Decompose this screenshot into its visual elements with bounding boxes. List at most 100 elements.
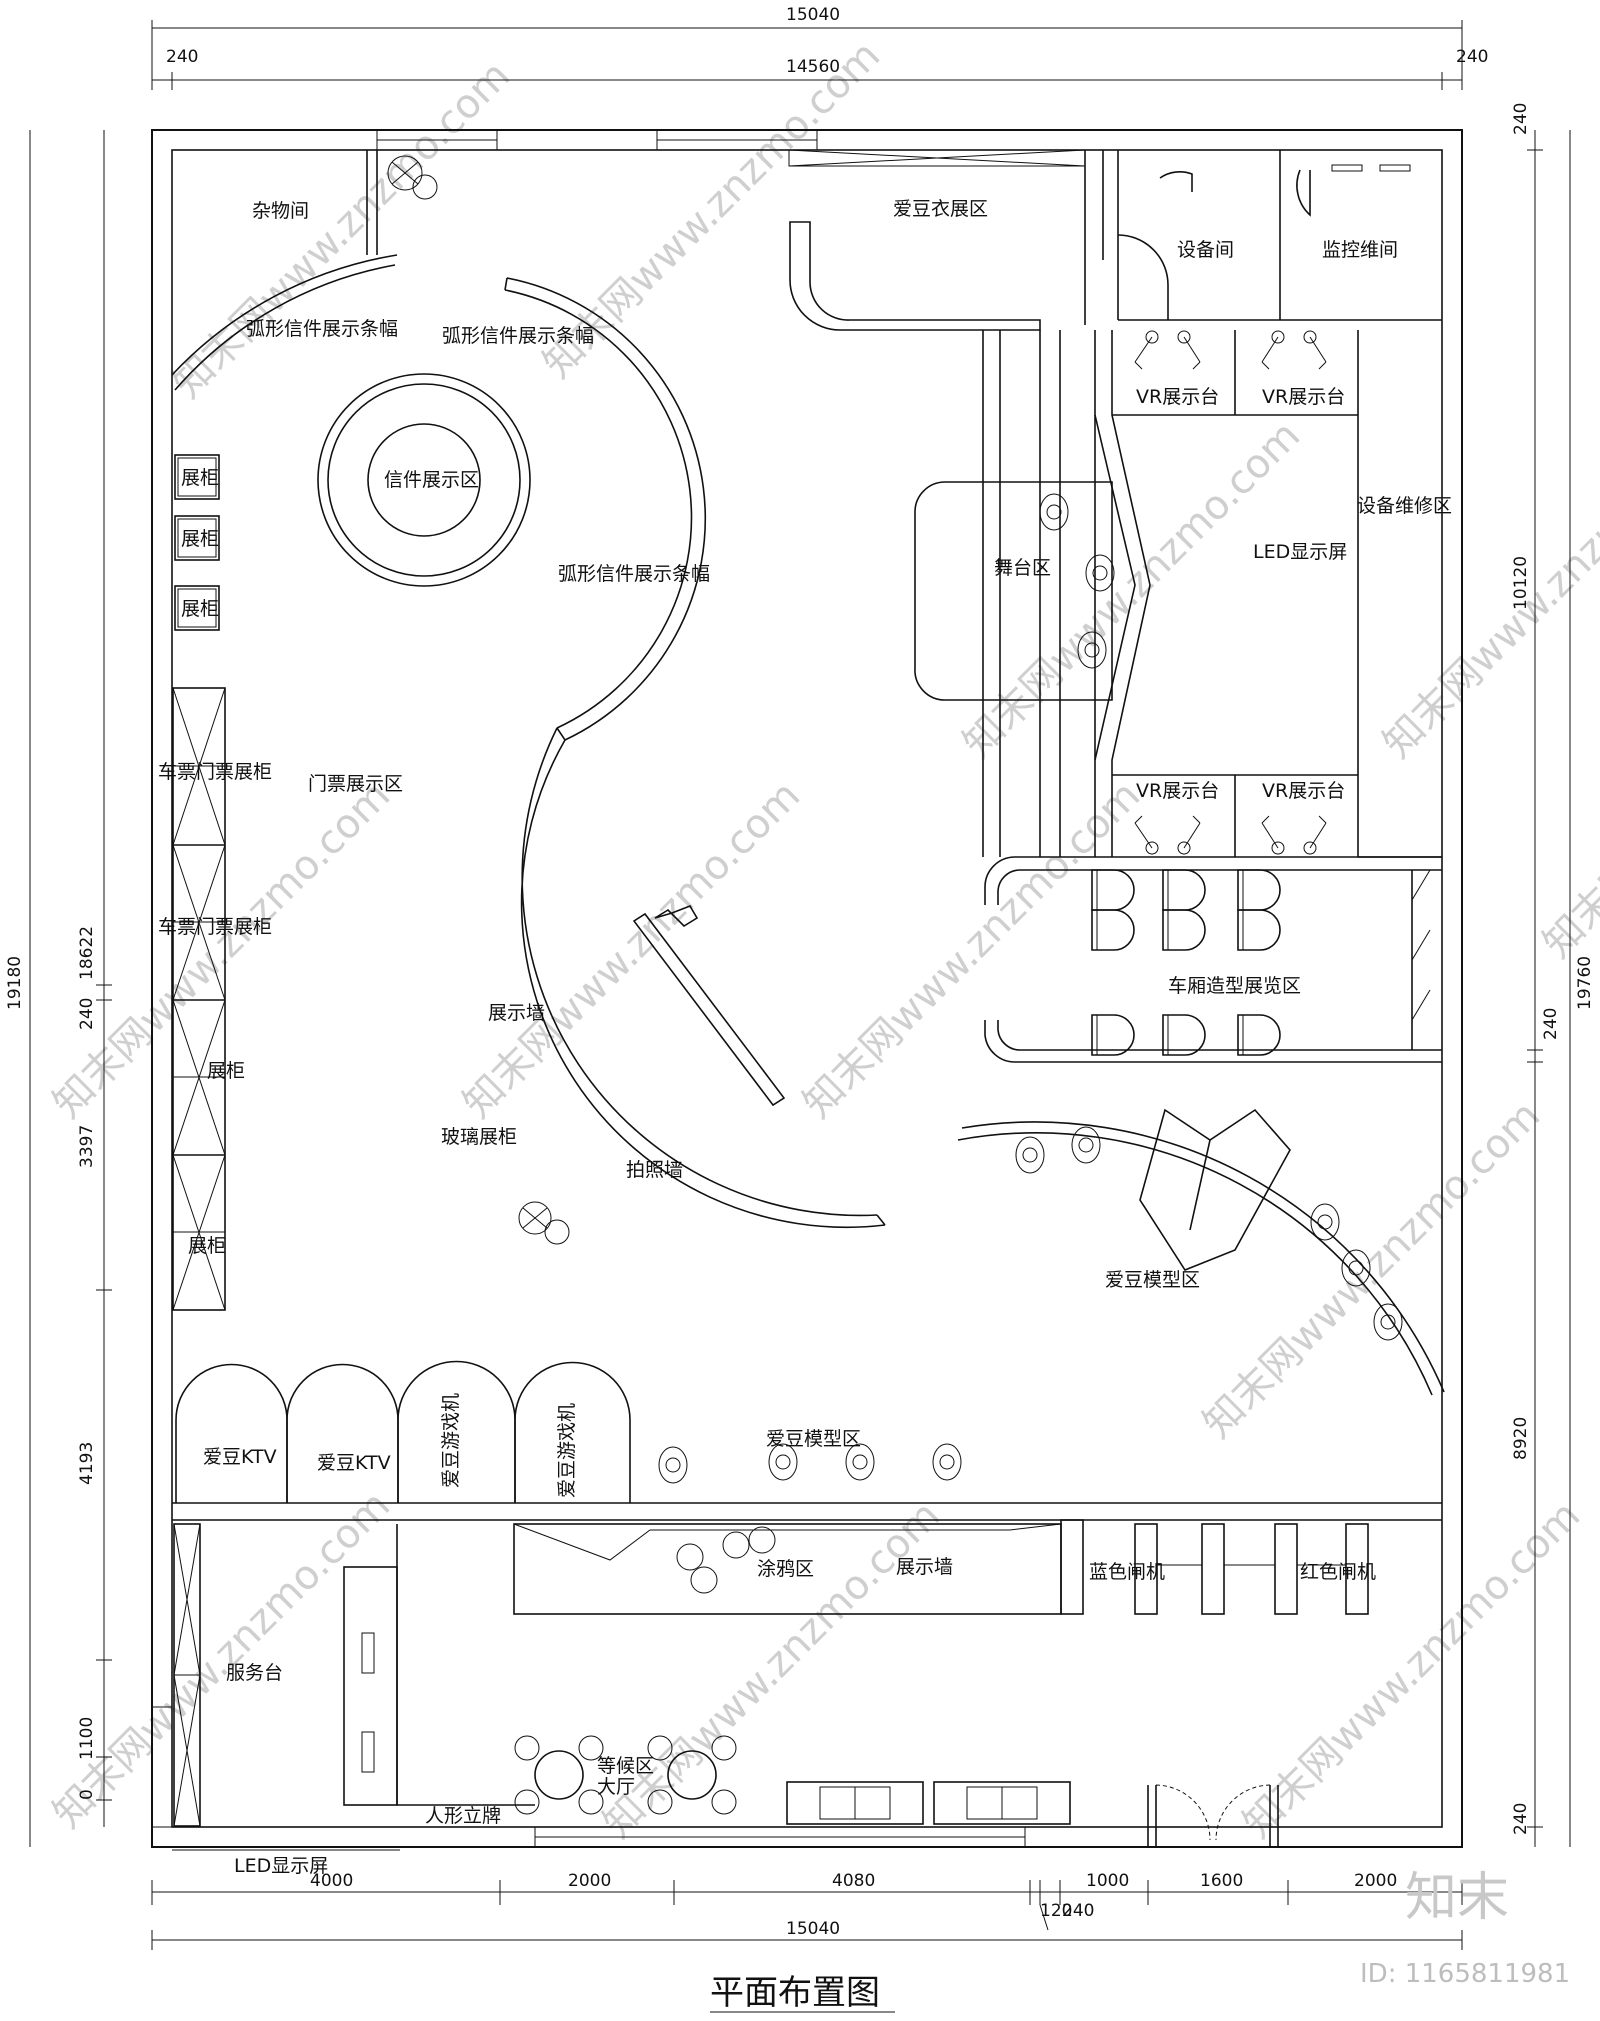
arc-banner-left <box>174 264 396 391</box>
idol-model-label: 爱豆模型区 <box>1105 1269 1200 1291</box>
dim-bottom-seg: 2000 <box>568 1871 611 1891</box>
dim-left-d: 4193 <box>77 1442 97 1485</box>
dim-bottom-seg: 2000 <box>1354 1871 1397 1891</box>
watermark: 知末网www.znzmo.com <box>1195 1093 1550 1448</box>
arc-banner-left-label: 弧形信件展示条幅 <box>246 318 398 340</box>
arch-booths: 爱豆KTV 爱豆KTV 爱豆游戏机 爱豆游戏机 <box>175 1360 631 1503</box>
letter-display-label: 信件展示区 <box>384 469 479 491</box>
ticket-cabinet-label: 车票门票展柜 <box>158 916 272 938</box>
seat-icon <box>1091 869 1281 1056</box>
dim-bottom-seg: 4080 <box>832 1871 875 1891</box>
game-label: 爱豆游戏机 <box>440 1393 462 1488</box>
watermark: 知末网www.znzmo.com <box>165 53 520 408</box>
vr-label: VR展示台 <box>1262 780 1345 802</box>
cabinet-label: 展柜 <box>181 528 219 550</box>
clothing-area: 爱豆衣展区 <box>788 149 1104 331</box>
ticket-display-label: 门票展示区 <box>308 773 403 795</box>
s-curve-wall: 弧形信件展示条幅 弧形信件展示条幅 展示墙 玻璃展柜 拍照墙 <box>441 277 886 1229</box>
watermark: 知末网www.znzmo.com <box>1535 613 1600 968</box>
dimension-bottom: 4000 2000 4080 1000 1600 2000 120 240 15… <box>151 1871 1463 1950</box>
dimension-right: 19760 240 10120 240 8920 240 <box>1511 103 1595 1847</box>
stage-label: 舞台区 <box>994 557 1051 579</box>
dimension-left: 19180 18622 240 3397 4193 1100 0 <box>5 130 112 1847</box>
watermark: 知末网www.znzmo.com <box>455 773 810 1128</box>
cabinet <box>174 454 220 500</box>
cabinet-label: 展柜 <box>181 598 219 620</box>
game-label: 爱豆游戏机 <box>556 1403 578 1498</box>
storage-label: 杂物间 <box>252 200 309 222</box>
waiting-area-label: 等候区 <box>597 1755 654 1777</box>
dim-bottom-small-a: 120 <box>1040 1901 1072 1921</box>
entrance-door <box>1147 1784 1279 1847</box>
display-wall-label: 展示墙 <box>488 1002 545 1024</box>
maintenance-label: 设备维修区 <box>1357 495 1452 517</box>
dim-top-inner: 14560 <box>786 57 840 77</box>
dim-right-upper: 10120 <box>1511 556 1531 610</box>
waiting-area: 等候区 大厅 <box>514 1735 737 1815</box>
blue-gate-label: 蓝色闸机 <box>1089 1561 1165 1583</box>
gate-row: 蓝色闸机 红色闸机 <box>1060 1519 1376 1615</box>
hall-label: 大厅 <box>597 1776 635 1798</box>
cabinet <box>174 515 220 561</box>
image-id: ID: 1165811981 <box>1360 1959 1570 1989</box>
watermark: 知末网www.znzmo.com <box>595 1493 950 1848</box>
graffiti-label: 涂鸦区 <box>757 1558 814 1580</box>
vr-label: VR展示台 <box>1136 780 1219 802</box>
letter-display-area: 信件展示区 <box>317 373 531 587</box>
led-label: LED显示屏 <box>1253 541 1347 563</box>
cabinet-label: 展柜 <box>207 1060 245 1082</box>
photo-wall-board <box>632 905 786 1107</box>
clothing-label: 爱豆衣展区 <box>893 198 988 220</box>
photo-wall-label: 拍照墙 <box>626 1159 683 1181</box>
vr-label: VR展示台 <box>1136 386 1219 408</box>
vr-led-complex: VR展示台 VR展示台 VR展示台 VR展示台 LED显示屏 设备维修区 <box>982 330 1452 858</box>
person-icon <box>1039 493 1115 669</box>
dim-top-right: 240 <box>1456 47 1488 67</box>
service-desk-area: 服务台 人形立牌 <box>173 1523 535 1827</box>
carriage-display-label: 车厢造型展览区 <box>1168 975 1301 997</box>
watermark: 知末网www.znzmo.com <box>1235 1493 1590 1848</box>
watermark: 知末网www.znzmo.com <box>1375 413 1600 768</box>
carriage-display-area: 车厢造型展览区 <box>984 856 1442 1063</box>
vr-seat-icon <box>1134 330 1327 855</box>
cabinet-label: 展柜 <box>188 1235 226 1257</box>
stage-area: 舞台区 <box>914 481 1115 701</box>
watermark: 知末网www.znzmo.com <box>955 413 1310 768</box>
dim-right-lower: 8920 <box>1511 1417 1531 1460</box>
idol-model-label: 爱豆模型区 <box>766 1428 861 1450</box>
arc-banner-mid-label: 弧形信件展示条幅 <box>558 563 710 585</box>
dim-right-overall: 19760 <box>1575 956 1595 1010</box>
monitor-room-label: 监控维间 <box>1322 239 1398 261</box>
lower-partition <box>172 1502 1442 1521</box>
dim-bottom-small-b: 240 <box>1062 1901 1094 1921</box>
ktv-label: 爱豆KTV <box>203 1446 277 1468</box>
person-icon <box>1015 1126 1403 1341</box>
standee-label: 人形立牌 <box>425 1805 501 1827</box>
service-desk-label: 服务台 <box>226 1662 283 1684</box>
storage-room: 杂物间 <box>252 150 438 255</box>
idol-model-area: 爱豆模型区 <box>957 1108 1445 1396</box>
plant-icon <box>387 155 438 200</box>
ticket-cabinet-label: 车票门票展柜 <box>158 761 272 783</box>
arc-banner-left-outer <box>171 254 398 376</box>
dim-left-f: 0 <box>77 1789 97 1800</box>
ktv-label: 爱豆KTV <box>317 1452 391 1474</box>
dim-left-overall: 19180 <box>5 956 25 1010</box>
dim-bottom-seg: 1000 <box>1086 1871 1129 1891</box>
bench-row <box>786 1781 1071 1825</box>
dim-right-top-wall: 240 <box>1511 103 1531 135</box>
dim-left-b: 240 <box>77 998 97 1030</box>
arc-banner-top-label: 弧形信件展示条幅 <box>442 325 594 347</box>
person-icon <box>658 1443 962 1484</box>
dim-bottom-seg: 4000 <box>310 1871 353 1891</box>
cabinet-label: 展柜 <box>181 467 219 489</box>
led-bottom-label: LED显示屏 <box>234 1855 328 1877</box>
display-wall-label: 展示墙 <box>896 1556 953 1578</box>
cabinet-group: 展柜 展柜 展柜 <box>174 454 220 631</box>
dimension-top: 15040 240 14560 240 <box>151 5 1488 90</box>
dim-bottom-seg: 1600 <box>1200 1871 1243 1891</box>
graffiti-area: 涂鸦区 展示墙 <box>513 1523 1062 1615</box>
red-gate-label: 红色闸机 <box>1300 1561 1376 1583</box>
dim-left-c: 3397 <box>77 1125 97 1168</box>
